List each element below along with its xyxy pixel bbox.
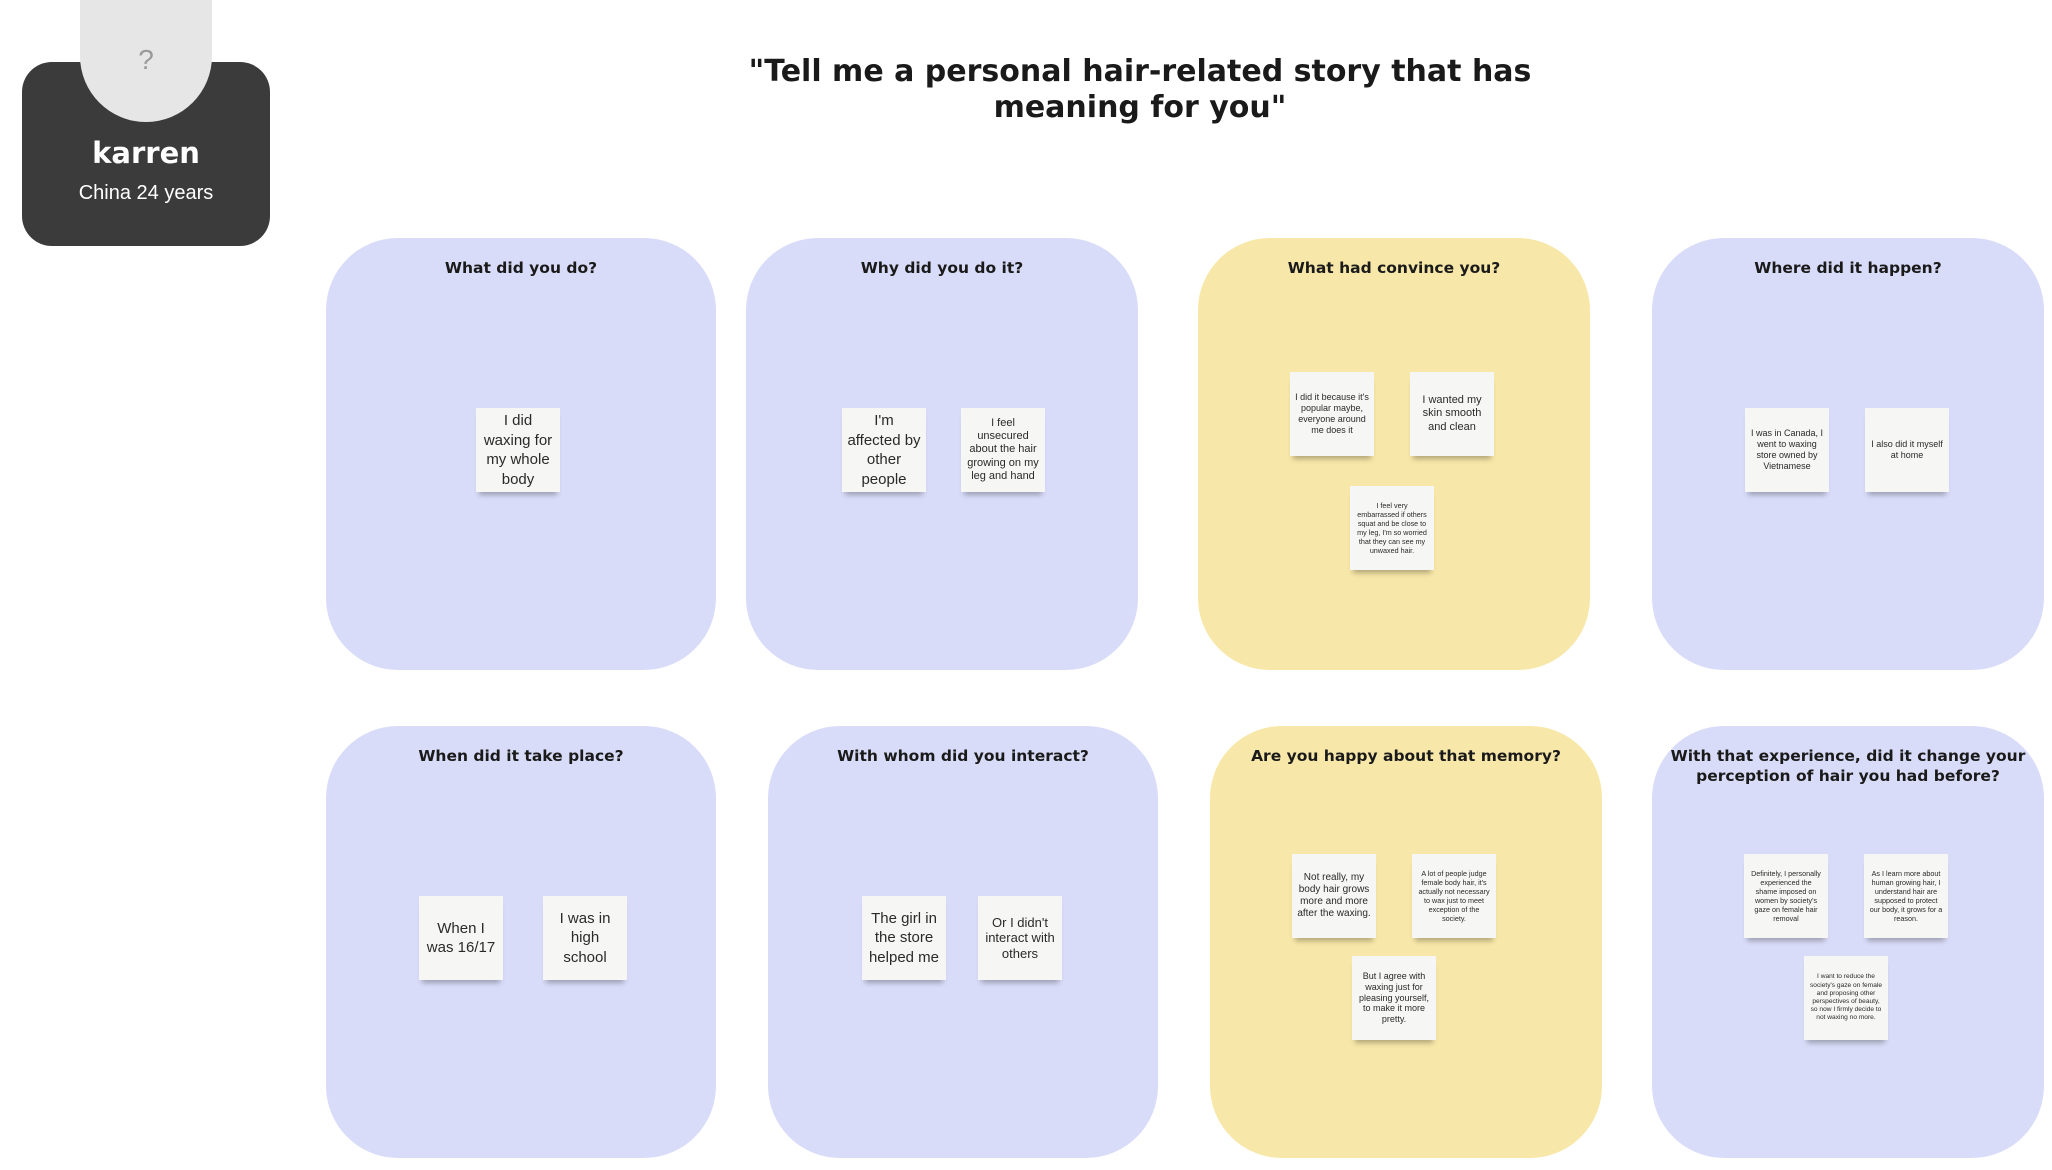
board-title: Where did it happen? [1754, 259, 1942, 277]
board-title: Are you happy about that memory? [1251, 747, 1561, 765]
sticky-note[interactable]: I also did it myself at home [1865, 408, 1949, 492]
sticky-note[interactable]: The girl in the store helped me [862, 896, 946, 980]
board-why-did-you-do-it: Why did you do it? I'm affected by other… [746, 238, 1138, 670]
sticky-note[interactable]: Or I didn't interact with others [978, 896, 1062, 980]
avatar-placeholder-icon: ? [138, 44, 154, 75]
profile-subtitle: China 24 years [78, 182, 214, 204]
sticky-note[interactable]: I wanted my skin smooth and clean [1410, 372, 1494, 456]
board-where-did-it-happen: Where did it happen? I was in Canada, I … [1652, 238, 2044, 670]
page-title: "Tell me a personal hair-related story t… [748, 54, 1532, 125]
board-with-that-experience: With that experience, did it change your… [1652, 726, 2044, 1158]
board-title: With that experience, did it change your… [1670, 747, 2026, 785]
sticky-note[interactable]: I'm affected by other people [842, 408, 926, 492]
profile-name: karren [92, 136, 200, 170]
sticky-note[interactable]: I did it because it's popular maybe, eve… [1290, 372, 1374, 456]
board-title: What had convince you? [1287, 259, 1501, 277]
avatar: ? [80, 0, 212, 122]
sticky-note[interactable]: As I learn more about human growing hair… [1864, 854, 1948, 938]
board-what-had-convince-you: What had convince you? I did it because … [1198, 238, 1590, 670]
board-title: When did it take place? [418, 747, 624, 765]
sticky-note[interactable]: But I agree with waxing just for pleasin… [1352, 956, 1436, 1040]
board-with-whom-did-you-interact: With whom did you interact? The girl in … [768, 726, 1158, 1158]
board-what-did-you-do: What did you do? I did waxing for my who… [326, 238, 716, 670]
board-when-did-it-take-place: When did it take place? When I was 16/17… [326, 726, 716, 1158]
board-title: Why did you do it? [860, 259, 1024, 277]
sticky-note[interactable]: Not really, my body hair grows more and … [1292, 854, 1376, 938]
board-title: What did you do? [444, 259, 598, 277]
sticky-note[interactable]: I was in Canada, I went to waxing store … [1745, 408, 1829, 492]
sticky-note[interactable]: Definitely, I personally experienced the… [1744, 854, 1828, 938]
sticky-note[interactable]: I did waxing for my whole body [476, 408, 560, 492]
sticky-note[interactable]: I feel very embarrassed if others squat … [1350, 486, 1434, 570]
board-title: With whom did you interact? [837, 747, 1089, 765]
sticky-note[interactable]: When I was 16/17 [419, 896, 503, 980]
sticky-note[interactable]: I want to reduce the society's gaze on f… [1804, 956, 1888, 1040]
sticky-note[interactable]: I feel unsecured about the hair growing … [961, 408, 1045, 492]
sticky-note[interactable]: I was in high school [543, 896, 627, 980]
sticky-note[interactable]: A lot of people judge female body hair, … [1412, 854, 1496, 938]
board-are-you-happy-about-that-memory: Are you happy about that memory? Not rea… [1210, 726, 1602, 1158]
